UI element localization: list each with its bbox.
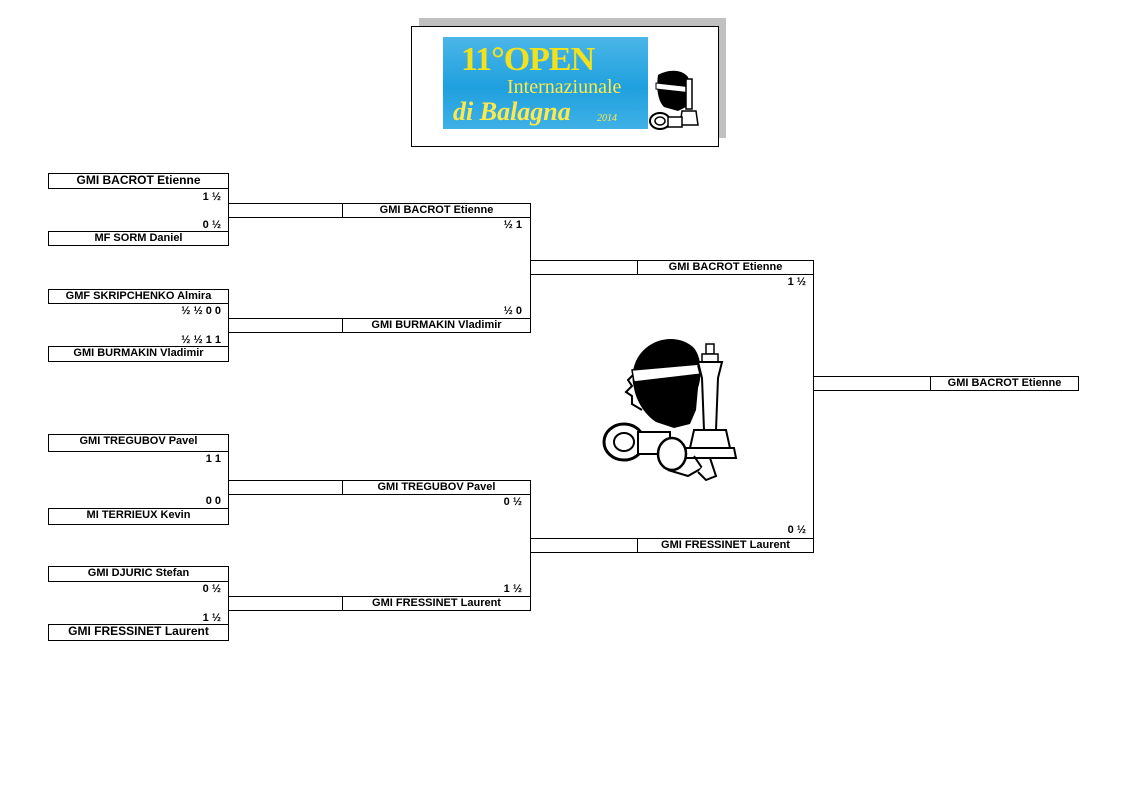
r1-m4-top-score: 0 ½: [202, 583, 221, 595]
final-top-player: GMI BACROT Etienne: [637, 260, 814, 275]
final-top-score: 1 ½: [787, 276, 806, 288]
r1-m4-top-player: GMI DJURIC Stefan: [48, 566, 229, 582]
r1-m3-top-score: 1 1: [205, 453, 221, 465]
final-bottom-player: GMI FRESSINET Laurent: [637, 538, 814, 553]
connector: [228, 318, 343, 319]
r1-m2-bottom-player: GMI BURMAKIN Vladimir: [48, 346, 229, 362]
connector: [228, 332, 343, 333]
moor-head-chess-king-icon: [649, 70, 699, 130]
r1-m3-bottom-player: MI TERRIEUX Kevin: [48, 508, 229, 525]
connector: [530, 274, 638, 275]
connector: [228, 480, 343, 481]
connector: [228, 434, 229, 525]
r1-m2-top-player: GMF SKRIPCHENKO Almira: [48, 289, 229, 304]
connector: [530, 480, 531, 611]
r2-s3-score: 0 ½: [503, 496, 522, 508]
r1-m1-top-score: 1 ½: [202, 191, 221, 203]
connector: [813, 376, 931, 377]
r2-s3-player: GMI TREGUBOV Pavel: [342, 480, 531, 495]
r2-s1-player: GMI BACROT Etienne: [342, 203, 531, 218]
connector: [813, 390, 931, 391]
event-banner: 11°OPEN Internaziunale di Balagna 2014: [443, 37, 648, 129]
connector: [228, 203, 343, 204]
connector: [530, 203, 531, 333]
connector: [228, 173, 229, 246]
final-bottom-score: 0 ½: [787, 524, 806, 536]
connector: [228, 596, 343, 597]
r1-m3-top-player: GMI TREGUBOV Pavel: [48, 434, 229, 452]
connector: [228, 494, 343, 495]
logo-frame: 11°OPEN Internaziunale di Balagna 2014: [411, 26, 719, 147]
connector: [530, 260, 638, 261]
r1-m3-bottom-score: 0 0: [205, 495, 221, 507]
connector: [530, 552, 638, 553]
r1-m2-top-score: ½ ½ 0 0: [181, 305, 221, 317]
moor-head-chess-king-emblem-icon: [602, 339, 738, 482]
connector: [530, 538, 638, 539]
r2-s2-score: ½ 0: [503, 305, 522, 317]
banner-subtitle: Internaziunale: [507, 76, 622, 98]
r2-s2-player: GMI BURMAKIN Vladimir: [342, 318, 531, 333]
r1-m1-bottom-score: 0 ½: [202, 219, 221, 231]
winner-player: GMI BACROT Etienne: [930, 376, 1079, 391]
connector: [228, 610, 343, 611]
connector: [228, 289, 229, 362]
banner-year: 2014: [597, 113, 617, 124]
banner-place: di Balagna: [453, 97, 571, 126]
r1-m1-bottom-player: MF SORM Daniel: [48, 231, 229, 246]
r1-m4-bottom-player: GMI FRESSINET Laurent: [48, 624, 229, 641]
connector: [228, 566, 229, 641]
r2-s4-player: GMI FRESSINET Laurent: [342, 596, 531, 611]
banner-title: 11°OPEN: [461, 41, 595, 78]
r2-s1-score: ½ 1: [503, 219, 522, 231]
r1-m2-bottom-score: ½ ½ 1 1: [181, 334, 221, 346]
r1-m1-top-player: GMI BACROT Etienne: [48, 173, 229, 189]
connector: [813, 260, 814, 553]
r2-s4-score: 1 ½: [503, 583, 522, 595]
r1-m4-bottom-score: 1 ½: [202, 612, 221, 624]
connector: [228, 217, 343, 218]
